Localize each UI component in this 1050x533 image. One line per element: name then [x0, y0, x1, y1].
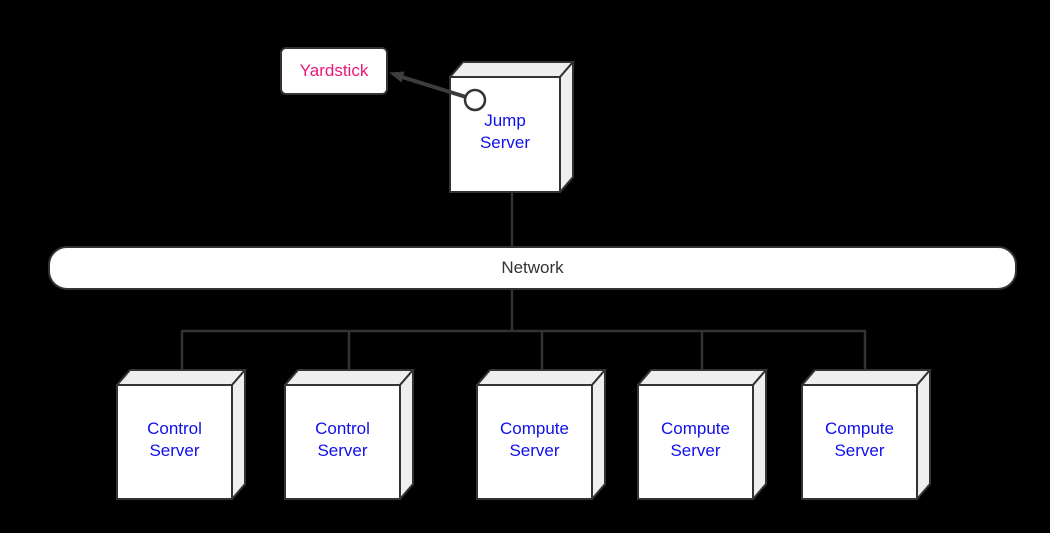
node-control-server-1: [116, 369, 247, 500]
jump-server-port-circle: [463, 88, 487, 112]
control-server-2-label: Control Server: [285, 418, 400, 462]
label-line: Compute: [661, 419, 730, 438]
label-line: Compute: [825, 419, 894, 438]
node-control-server-2: [284, 369, 415, 500]
yardstick-label: Yardstick: [299, 61, 369, 80]
compute-server-3-label: Compute Server: [802, 418, 917, 462]
box-front-face: [116, 384, 233, 500]
label-line: Server: [509, 441, 560, 460]
node-network: Network: [48, 246, 1017, 290]
jump-server-label-line1: Jump: [484, 111, 526, 130]
node-compute-server-2: [637, 369, 768, 500]
yardstick-arrowhead: [389, 71, 405, 83]
jump-server-label-line2: Server: [479, 133, 531, 152]
compute-server-1-label: Compute Server: [477, 418, 592, 462]
label-line: Server: [149, 441, 200, 460]
label-line: Compute: [500, 419, 569, 438]
label-line: Server: [317, 441, 368, 460]
node-compute-server-3: [801, 369, 932, 500]
jump-server-label: Jump Server: [450, 110, 560, 154]
yardstick-arrow-shaft: [401, 75, 467, 99]
box-front-face: [476, 384, 593, 500]
control-server-1-label: Control Server: [117, 418, 232, 462]
label-line: Server: [834, 441, 885, 460]
node-yardstick: Yardstick: [280, 47, 388, 95]
label-line: Control: [315, 419, 370, 438]
box-front-face: [284, 384, 401, 500]
box-front-face: [637, 384, 754, 500]
network-label: Network: [501, 258, 564, 277]
label-line: Control: [147, 419, 202, 438]
label-line: Server: [670, 441, 721, 460]
node-compute-server-1: [476, 369, 607, 500]
box-front-face: [801, 384, 918, 500]
compute-server-2-label: Compute Server: [638, 418, 753, 462]
